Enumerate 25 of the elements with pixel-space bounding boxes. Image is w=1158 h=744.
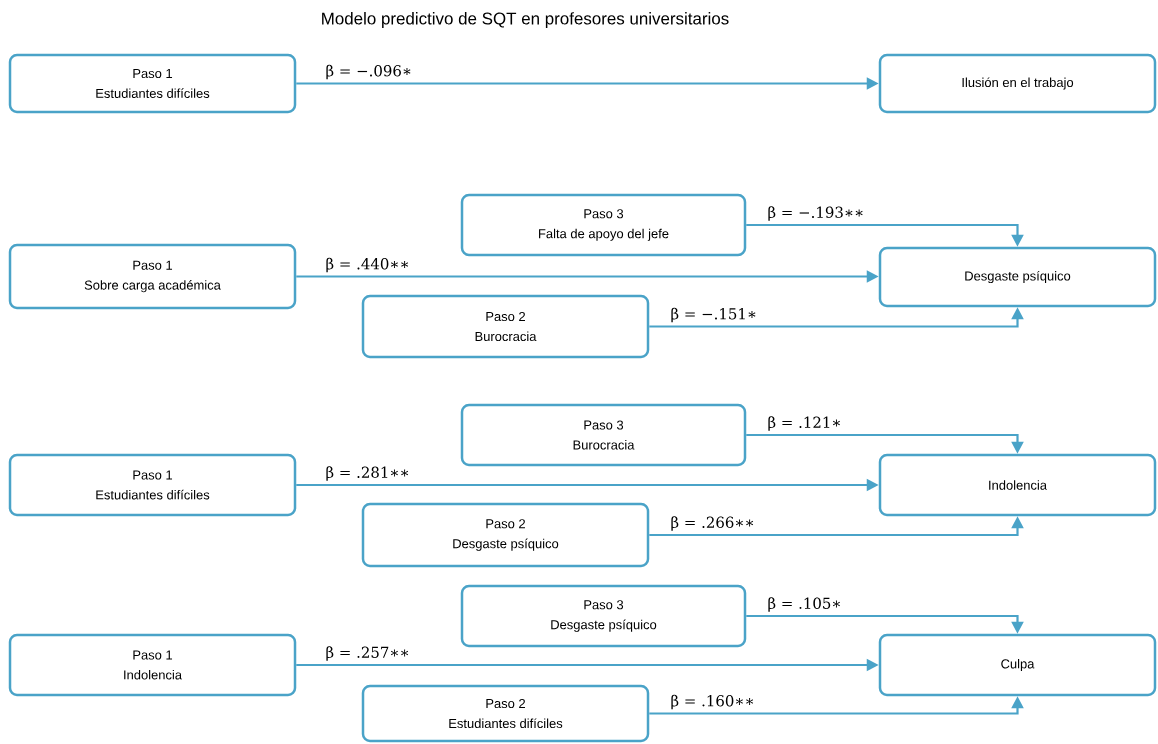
edge-label: β = −.151∗	[669, 306, 759, 324]
step-box: Paso 3 Desgaste psíquico	[460, 584, 747, 648]
outcome-box: Indolencia	[878, 453, 1157, 517]
title: Modelo predictivo de SQT en profesores universitarios	[322, 12, 729, 28]
step-box: Paso 1 Sobre carga académica	[8, 243, 297, 310]
edge-label: β = .440∗∗	[324, 256, 411, 274]
outcome-box: Ilusión en el trabajo	[878, 53, 1157, 114]
step-box: Paso 2 Burocracia	[361, 294, 650, 359]
step-box: Paso 1 Estudiantes difíciles	[8, 53, 297, 114]
edge-label: β = .160∗∗	[669, 693, 756, 711]
edge-label: β = .121∗	[766, 415, 843, 432]
edge-label: β = .257∗∗	[324, 645, 411, 662]
edge-label: β = .281∗∗	[324, 465, 411, 482]
edge-label: β = .105∗	[766, 596, 843, 613]
step-box: Paso 2 Estudiantes difíciles	[361, 684, 650, 743]
step-box: Paso 1 Indolencia	[8, 633, 297, 697]
step-box: Paso 2 Desgaste psíquico	[361, 502, 650, 568]
step-box: Paso 1 Estudiantes difíciles	[8, 453, 297, 517]
edge-label: β = .266∗∗	[669, 515, 756, 532]
edge-label: β = −.193∗∗	[766, 205, 866, 222]
edge-label: β = −.096∗	[324, 63, 414, 81]
outcome-box: Desgaste psíquico	[878, 246, 1157, 308]
outcome-box: Culpa	[878, 633, 1157, 697]
step-box: Paso 3 Falta de apoyo del jefe	[460, 193, 747, 257]
step-box: Paso 3 Burocracia	[460, 403, 747, 467]
